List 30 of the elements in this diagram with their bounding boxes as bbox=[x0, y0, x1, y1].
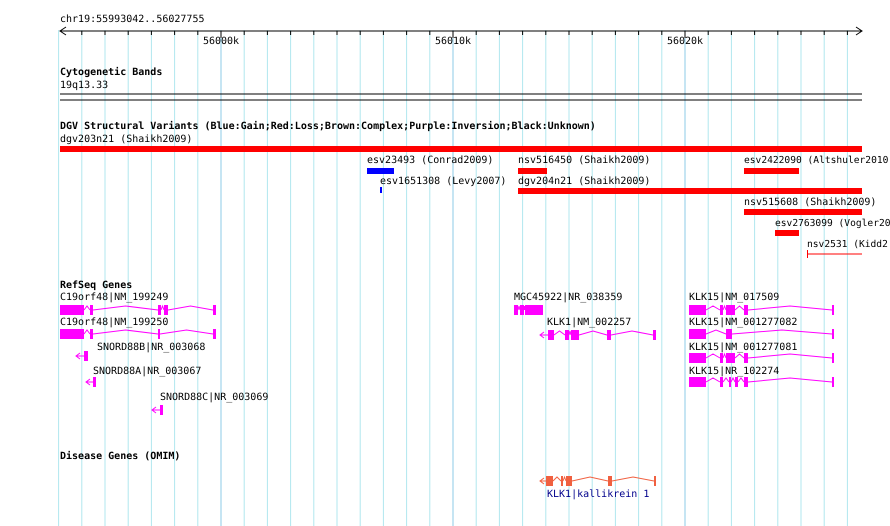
scale-label: 56000k bbox=[202, 36, 240, 48]
variant-label: nsv515608 (Shaikh2009) bbox=[744, 197, 876, 209]
gene-label: KLK15|NM_001277081 bbox=[689, 342, 798, 354]
gene-label: KLK15|NR_102274 bbox=[689, 366, 780, 378]
variant-label: esv2422090 (Altshuler2010 bbox=[744, 155, 888, 167]
gene-label: KLK15|NM_001277082 bbox=[689, 317, 798, 329]
gene-label: KLK1|NM_002257 bbox=[547, 317, 632, 329]
coordinate-label: chr19:55993042..56027755 bbox=[60, 14, 204, 26]
gene-label: C19orf48|NM_199249 bbox=[60, 292, 168, 304]
variant-label: esv23493 (Conrad2009) bbox=[367, 155, 494, 167]
gene-label: MGC45922|NR_038359 bbox=[514, 292, 622, 304]
scale-label: 56010k bbox=[434, 36, 472, 48]
gene-label: SNORD88B|NR_003068 bbox=[97, 342, 206, 354]
gene-label: SNORD88A|NR_003067 bbox=[93, 366, 202, 378]
variant-label: dgv203n21 (Shaikh2009) bbox=[60, 134, 192, 146]
gene-label: KLK15|NM_017509 bbox=[689, 292, 780, 304]
track-title: Cytogenetic Bands bbox=[60, 67, 162, 79]
scale-label: 56020k bbox=[666, 36, 704, 48]
variant-label: esv1651308 (Levy2007) bbox=[380, 176, 506, 188]
track-title: RefSeq Genes bbox=[60, 280, 132, 292]
variant-label: esv2763099 (Vogler20 bbox=[775, 218, 890, 230]
variant-label: nsv516450 (Shaikh2009) bbox=[518, 155, 650, 167]
gene-label: KLK1|kallikrein 1 bbox=[547, 489, 650, 501]
band-label: 19q13.33 bbox=[60, 80, 108, 92]
gene-label: SNORD88C|NR_003069 bbox=[160, 392, 268, 404]
gene-label: C19orf48|NM_199250 bbox=[60, 317, 168, 329]
track-title: Disease Genes (OMIM) bbox=[60, 451, 180, 463]
variant-label: nsv2531 (Kidd2 bbox=[807, 239, 888, 251]
variant-label: dgv204n21 (Shaikh2009) bbox=[518, 176, 650, 188]
track-title: DGV Structural Variants (Blue:Gain;Red:Loss;Brown:Complex;Purple:Inversion;Black:Unknown) bbox=[60, 121, 596, 133]
